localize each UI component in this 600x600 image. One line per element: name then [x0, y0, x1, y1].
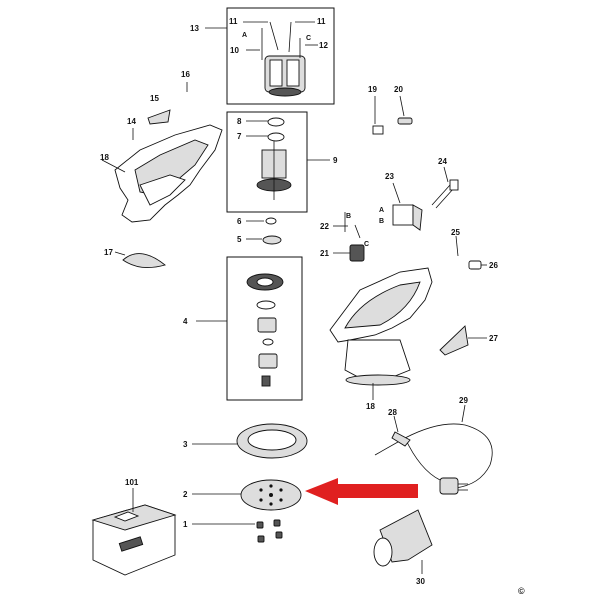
- dust-seal-part: [122, 253, 166, 269]
- callout-4: 4: [183, 317, 188, 326]
- wire-letter-c-wire: C: [364, 241, 369, 248]
- washer-8-part: [267, 117, 285, 127]
- switch-23-part: [392, 204, 423, 231]
- callout-30: 30: [416, 577, 425, 586]
- armature-part: [256, 140, 292, 200]
- backing-plate-part: [236, 423, 308, 459]
- callout-21: 21: [320, 249, 329, 258]
- callout-11-left: 11: [229, 17, 238, 26]
- callout-6: 6: [237, 217, 242, 226]
- callout-28: 28: [388, 408, 397, 417]
- power-cord-part: [374, 423, 493, 495]
- callout-17: 17: [104, 248, 113, 257]
- callout-12: 12: [319, 41, 328, 50]
- callout-18-housing: 18: [100, 153, 109, 162]
- callout-27: 27: [489, 334, 498, 343]
- callout-14: 14: [127, 117, 136, 126]
- terminal-19-part: [372, 125, 384, 135]
- carry-case-part: [91, 504, 177, 576]
- washer-6-part: [265, 217, 277, 225]
- capacitor-21-part: [349, 244, 365, 262]
- wire-24-part: [449, 179, 459, 191]
- wire-letter-a-switch: A: [379, 207, 384, 214]
- callout-13: 13: [190, 24, 199, 33]
- callout-11-right: 11: [317, 17, 326, 26]
- callout-18-sander: 18: [366, 402, 375, 411]
- callout-8: 8: [237, 117, 242, 126]
- callout-29: 29: [459, 396, 468, 405]
- callout-25: 25: [451, 228, 460, 237]
- housing-half-part: [114, 124, 223, 223]
- motor-group-box: [226, 7, 335, 105]
- callout-26: 26: [489, 261, 498, 270]
- motor-field-coil-part: [264, 55, 306, 97]
- cord-clamp-part: [468, 260, 482, 270]
- wire-letter-b-switch: B: [379, 218, 384, 225]
- callout-7: 7: [237, 132, 242, 141]
- sanding-pad-part: [240, 479, 302, 511]
- wire-letter-a-top: A: [242, 32, 247, 39]
- callout-16: 16: [181, 70, 190, 79]
- label-27-part: [439, 325, 469, 356]
- wire-letter-c-top: C: [306, 35, 311, 42]
- label-plate-part: [147, 109, 171, 125]
- callout-20: 20: [394, 85, 403, 94]
- callout-22: 22: [320, 222, 329, 231]
- callout-2: 2: [183, 490, 188, 499]
- capacitor-20-part: [397, 117, 413, 125]
- copyright-mark: ©: [518, 586, 525, 596]
- callout-19: 19: [368, 85, 377, 94]
- callout-101: 101: [125, 478, 139, 487]
- callout-24: 24: [438, 157, 447, 166]
- callout-5: 5: [237, 235, 242, 244]
- callout-10: 10: [230, 46, 239, 55]
- screws-part: [256, 519, 283, 543]
- callout-15: 15: [150, 94, 159, 103]
- wire-letter-b-wire: B: [346, 213, 351, 220]
- callout-23: 23: [385, 172, 394, 181]
- fan-group-box: [226, 256, 303, 401]
- washer-7-part: [267, 132, 285, 142]
- sander-body-part: [329, 267, 433, 386]
- bearing-5-part: [262, 235, 282, 245]
- highlight-arrow: [305, 478, 418, 505]
- fan-assembly-part: [246, 273, 284, 387]
- dust-bag-part: [373, 509, 433, 567]
- callout-9: 9: [333, 156, 338, 165]
- callout-3: 3: [183, 440, 188, 449]
- callout-1: 1: [183, 520, 188, 529]
- armature-group-box: [226, 111, 308, 213]
